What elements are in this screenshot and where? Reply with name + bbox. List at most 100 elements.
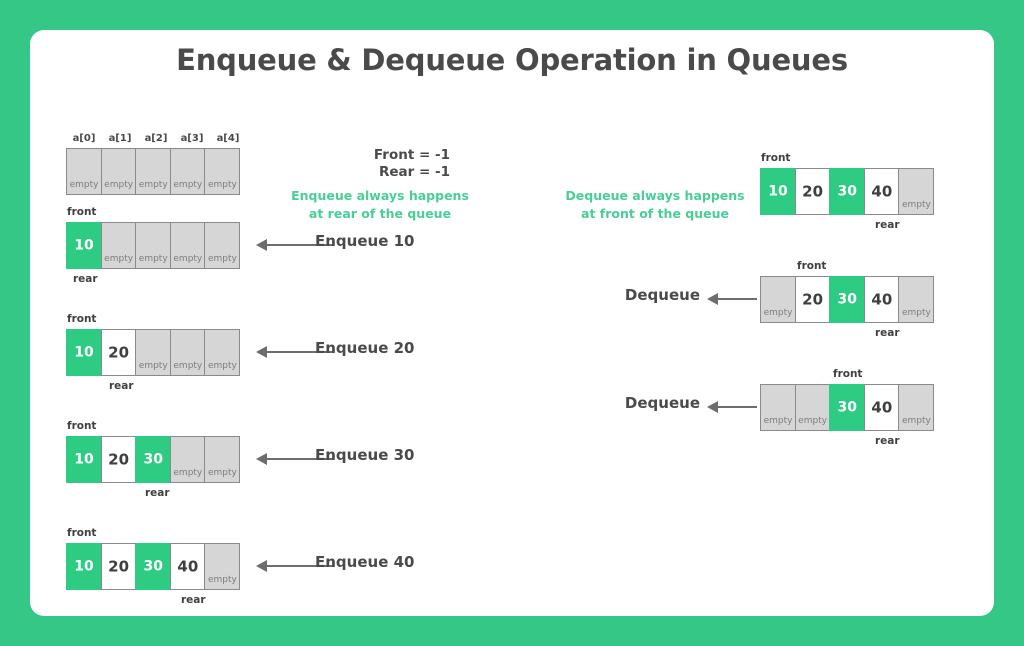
queue-cell-3: 40 — [863, 384, 900, 431]
empty-label: empty — [208, 468, 237, 478]
cell-value: 20 — [108, 450, 130, 469]
queue-cell-2: empty — [135, 329, 172, 376]
queue-cell-1: 20 — [100, 543, 137, 590]
cell-value: 30 — [837, 291, 857, 308]
rear-pointer-label: rear — [145, 487, 170, 499]
front-pointer-label: front — [67, 206, 97, 218]
queue-cell-0: 10 — [66, 436, 102, 483]
queue-cell-3: empty — [169, 148, 206, 195]
dequeue-arrow-2 — [707, 401, 757, 413]
empty-label: empty — [763, 308, 793, 318]
queue-cell-1: 20 — [794, 276, 831, 323]
empty-label: empty — [69, 180, 99, 190]
queue-cell-2: empty — [135, 222, 172, 269]
queue-cell-2: 30 — [135, 436, 172, 483]
queue-cell-2: 30 — [829, 276, 866, 323]
rear-pointer-label: rear — [109, 380, 134, 392]
index-header-3: a[3] — [180, 133, 204, 144]
empty-label: empty — [902, 308, 931, 318]
rear-state-text: Rear = -1 — [378, 164, 450, 180]
queue-cell-2: 30 — [135, 543, 172, 590]
empty-label: empty — [173, 361, 203, 371]
cell-value: 40 — [871, 398, 893, 417]
page-title: Enqueue & Dequeue Operation in Queues — [176, 43, 848, 77]
empty-label: empty — [763, 416, 793, 426]
empty-label: empty — [902, 200, 931, 210]
empty-label: empty — [138, 254, 168, 264]
queue-cell-1: 20 — [100, 436, 137, 483]
arrow-head-icon — [256, 453, 267, 465]
index-header-2: a[2] — [144, 133, 168, 144]
queue-cell-0: empty — [66, 148, 102, 195]
rear-pointer-label: rear — [181, 594, 206, 606]
dequeue-note: Dequeue always happens at front of the q… — [535, 187, 775, 223]
queue-cell-3: empty — [169, 222, 206, 269]
queue-cell-0: empty — [760, 384, 796, 431]
cell-value: 10 — [74, 237, 94, 254]
enqueue-label-2: Enqueue 20 — [315, 339, 415, 357]
enqueue-arrow-1 — [256, 239, 334, 251]
arrow-head-icon — [707, 293, 718, 305]
front-pointer-label: front — [67, 420, 97, 432]
diagram-card: Enqueue & Dequeue Operation in Queues Fr… — [30, 30, 994, 616]
queue-cell-0: 10 — [66, 543, 102, 590]
queue-cell-4: empty — [204, 436, 241, 483]
arrow-shaft — [716, 298, 757, 301]
queue-cell-0: 10 — [760, 168, 796, 215]
queue-cell-3: empty — [169, 436, 206, 483]
front-state-text: Front = -1 — [373, 147, 450, 163]
queue-cell-4: empty — [898, 384, 935, 431]
arrow-shaft — [265, 351, 334, 354]
enqueue-note: Enqueue always happens at rear of the qu… — [265, 187, 495, 223]
cell-value: 40 — [871, 182, 893, 201]
enqueue-arrow-2 — [256, 346, 334, 358]
rear-pointer-label: rear — [875, 327, 900, 339]
empty-label: empty — [104, 180, 134, 190]
arrow-head-icon — [256, 346, 267, 358]
empty-label: empty — [902, 416, 931, 426]
queue-cell-4: empty — [204, 222, 241, 269]
cell-value: 20 — [802, 182, 824, 201]
queue-cell-4: empty — [898, 168, 935, 215]
empty-label: empty — [104, 254, 134, 264]
queue-cell-2: 30 — [829, 168, 866, 215]
queue-cells: 10 20 30 40 empty — [760, 168, 935, 215]
empty-label: empty — [208, 575, 237, 585]
queue-cell-0: 10 — [66, 222, 102, 269]
queue-cell-4: empty — [204, 543, 241, 590]
empty-label: empty — [798, 416, 828, 426]
arrow-shaft — [716, 406, 757, 409]
arrow-shaft — [265, 244, 334, 247]
queue-cell-3: empty — [169, 329, 206, 376]
index-header-4: a[4] — [216, 133, 240, 144]
empty-label: empty — [208, 180, 237, 190]
empty-label: empty — [138, 361, 168, 371]
enqueue-label-3: Enqueue 30 — [315, 446, 415, 464]
index-header-1: a[1] — [108, 133, 132, 144]
index-header-0: a[0] — [72, 133, 96, 144]
queue-cell-2: 30 — [829, 384, 866, 431]
empty-label: empty — [208, 254, 237, 264]
rear-pointer-label: rear — [875, 219, 900, 231]
queue-cell-3: 40 — [863, 276, 900, 323]
cell-value: 40 — [177, 557, 199, 576]
enqueue-arrow-4 — [256, 560, 334, 572]
cell-value: 10 — [74, 558, 94, 575]
enqueue-label-1: Enqueue 10 — [315, 232, 415, 250]
queue-cell-2: empty — [135, 148, 172, 195]
cell-value: 40 — [871, 290, 893, 309]
arrow-head-icon — [256, 239, 267, 251]
cell-value: 30 — [143, 451, 163, 468]
cell-value: 20 — [108, 343, 130, 362]
